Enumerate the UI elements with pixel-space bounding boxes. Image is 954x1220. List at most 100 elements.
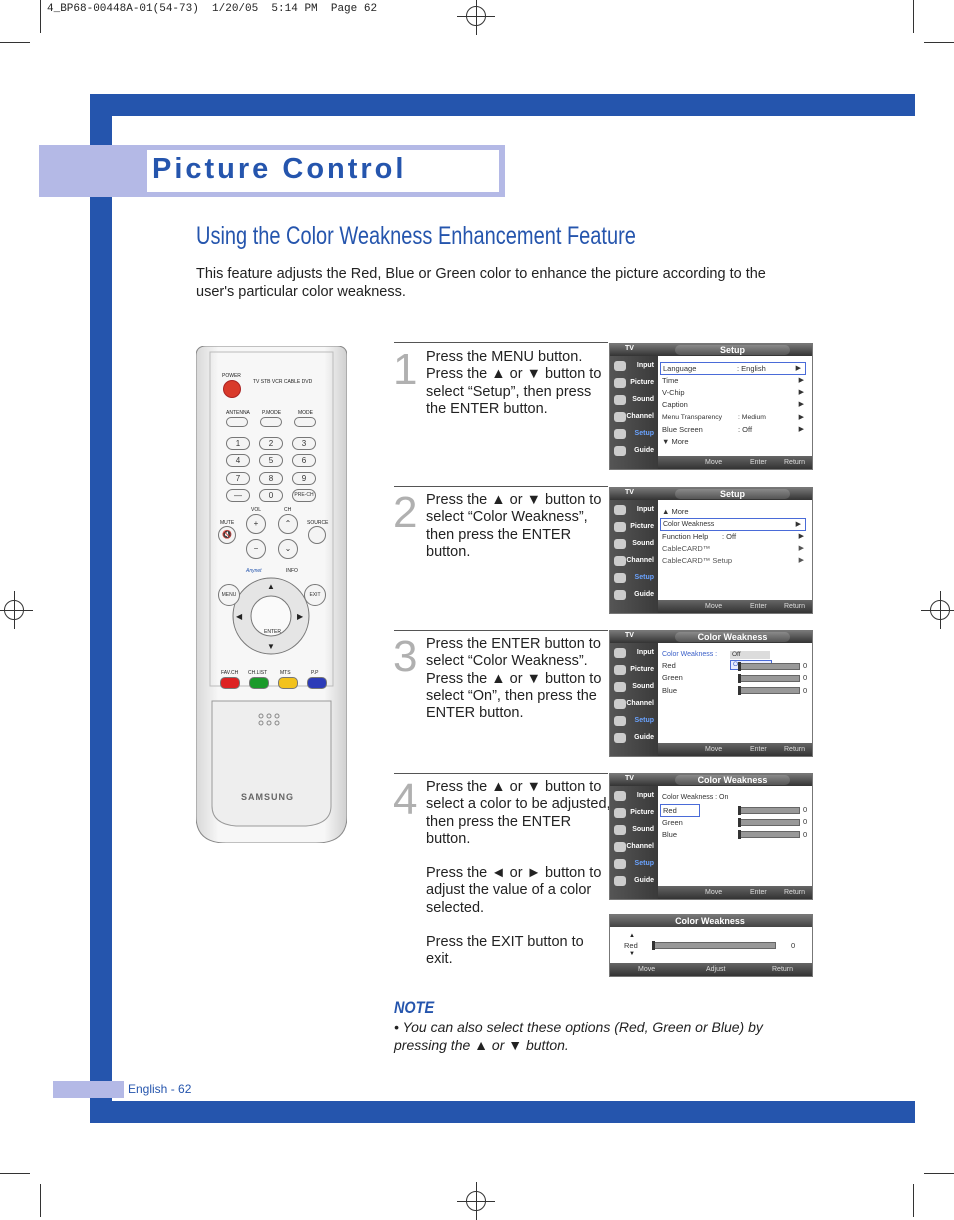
yellow-button[interactable] [278, 677, 298, 689]
slider-knob[interactable] [652, 941, 655, 950]
red-button[interactable] [220, 677, 240, 689]
osd-color-weakness-menu: TV Color Weakness Input Picture Sound Ch… [609, 773, 813, 900]
channel-icon [614, 412, 626, 422]
digit-3-button[interactable]: 3 [292, 437, 316, 450]
channel-up-button[interactable]: ⌃ [278, 514, 298, 534]
digit-7-button[interactable]: 7 [226, 472, 250, 485]
slider-knob[interactable] [738, 662, 741, 671]
digit-8-button[interactable]: 8 [259, 472, 283, 485]
arrow-right-icon: ▶ [798, 533, 804, 540]
slider-knob[interactable] [738, 674, 741, 683]
digit-6-button[interactable]: 6 [292, 454, 316, 467]
menu-item-more[interactable]: ▲ More [662, 507, 689, 516]
digit-0-button[interactable]: 0 [259, 489, 283, 502]
tab-guide[interactable]: Guide [612, 874, 657, 888]
mute-button[interactable]: 🔇 [218, 526, 236, 544]
menu-item-color-weakness[interactable]: Color Weakness▶ [660, 518, 806, 531]
tab-sound[interactable]: Sound [612, 823, 657, 837]
option-off[interactable]: Off [730, 651, 770, 659]
color-row-green[interactable]: Green [662, 818, 683, 827]
tab-picture[interactable]: Picture [612, 663, 657, 677]
antenna-button[interactable] [226, 417, 248, 427]
green-slider[interactable] [738, 818, 800, 827]
tab-input[interactable]: Input [612, 503, 657, 517]
slider-knob[interactable] [738, 830, 741, 839]
digit-1-button[interactable]: 1 [226, 437, 250, 450]
menu-item-cablecard[interactable]: CableCARD™▶ [662, 544, 804, 553]
source-button[interactable] [308, 526, 326, 544]
arrow-down-icon[interactable]: ▼ [629, 951, 635, 957]
blue-slider[interactable] [738, 830, 800, 839]
tab-guide[interactable]: Guide [612, 731, 657, 745]
digit-9-button[interactable]: 9 [292, 472, 316, 485]
menu-item-function-help[interactable]: Function Help: Off▶ [662, 532, 804, 541]
menu-item-time[interactable]: Time▶ [662, 376, 804, 385]
color-row-green[interactable]: Green [662, 673, 683, 682]
tab-input[interactable]: Input [612, 789, 657, 803]
step-number: 3 [393, 632, 418, 681]
tab-channel[interactable]: Channel [612, 554, 657, 568]
tab-sound[interactable]: Sound [612, 393, 657, 407]
tab-channel[interactable]: Channel [612, 410, 657, 424]
slider-knob[interactable] [738, 806, 741, 815]
nav-right-icon[interactable]: ▶ [297, 612, 304, 621]
tab-input[interactable]: Input [612, 359, 657, 373]
color-row-red[interactable]: Red [662, 661, 676, 670]
green-slider[interactable] [738, 674, 800, 683]
digit-2-button[interactable]: 2 [259, 437, 283, 450]
power-button[interactable] [223, 380, 241, 398]
tab-guide[interactable]: Guide [612, 444, 657, 458]
color-row-blue[interactable]: Blue [662, 830, 678, 839]
tab-setup[interactable]: Setup [612, 857, 657, 871]
tab-sound[interactable]: Sound [612, 680, 657, 694]
red-slider[interactable] [738, 662, 800, 671]
pmode-button[interactable] [260, 417, 282, 427]
red-slider[interactable] [738, 806, 800, 815]
adjust-slider[interactable] [652, 941, 776, 950]
green-button[interactable] [249, 677, 269, 689]
tab-guide[interactable]: Guide [612, 588, 657, 602]
volume-down-button[interactable]: − [246, 539, 266, 559]
volume-up-button[interactable]: + [246, 514, 266, 534]
nav-left-icon[interactable]: ◀ [236, 612, 243, 621]
menu-item-language[interactable]: Language: English▶ [660, 362, 806, 375]
color-row-red[interactable]: Red [660, 804, 700, 817]
osd-setup-menu: TV Setup Input Picture Sound Channel Set… [609, 487, 813, 614]
step-text: Press the ▲ or ▼ button to select “Color… [426, 492, 612, 578]
tab-channel[interactable]: Channel [612, 840, 657, 854]
nav-up-icon[interactable]: ▲ [267, 582, 275, 591]
tab-picture[interactable]: Picture [612, 520, 657, 534]
color-weakness-label[interactable]: Color Weakness : [662, 651, 718, 658]
mode-button[interactable] [294, 417, 316, 427]
tab-channel[interactable]: Channel [612, 697, 657, 711]
tab-setup[interactable]: Setup [612, 427, 657, 441]
menu-item-cablecard-setup[interactable]: CableCARD™ Setup▶ [662, 556, 804, 565]
blue-button[interactable] [307, 677, 327, 689]
arrow-up-icon[interactable]: ▲ [629, 933, 635, 939]
tab-setup[interactable]: Setup [612, 571, 657, 585]
dash-button[interactable]: — [226, 489, 250, 502]
tab-picture[interactable]: Picture [612, 806, 657, 820]
menu-item-transparency[interactable]: Menu Transparency: Medium▶ [662, 414, 804, 421]
color-row-blue[interactable]: Blue [662, 686, 678, 695]
tab-picture[interactable]: Picture [612, 376, 657, 390]
tab-setup[interactable]: Setup [612, 714, 657, 728]
channel-down-button[interactable]: ⌄ [278, 539, 298, 559]
digit-4-button[interactable]: 4 [226, 454, 250, 467]
blue-slider[interactable] [738, 686, 800, 695]
exit-button[interactable]: EXIT [304, 584, 326, 606]
menu-item-more[interactable]: ▼ More [662, 437, 689, 446]
menu-button[interactable]: MENU [218, 584, 240, 606]
menu-item-caption[interactable]: Caption▶ [662, 400, 804, 409]
nav-down-icon[interactable]: ▼ [267, 642, 275, 651]
prech-button[interactable]: PRE-CH [292, 489, 316, 502]
menu-item-blue-screen[interactable]: Blue Screen: Off▶ [662, 425, 804, 434]
tab-input[interactable]: Input [612, 646, 657, 660]
tab-sound[interactable]: Sound [612, 537, 657, 551]
menu-item-vchip[interactable]: V-Chip▶ [662, 388, 804, 397]
slider-knob[interactable] [738, 686, 741, 695]
slider-knob[interactable] [738, 818, 741, 827]
osd-header [610, 915, 812, 927]
step-4-paragraph: Press the ▲ or ▼ button to select a colo… [426, 779, 611, 847]
digit-5-button[interactable]: 5 [259, 454, 283, 467]
